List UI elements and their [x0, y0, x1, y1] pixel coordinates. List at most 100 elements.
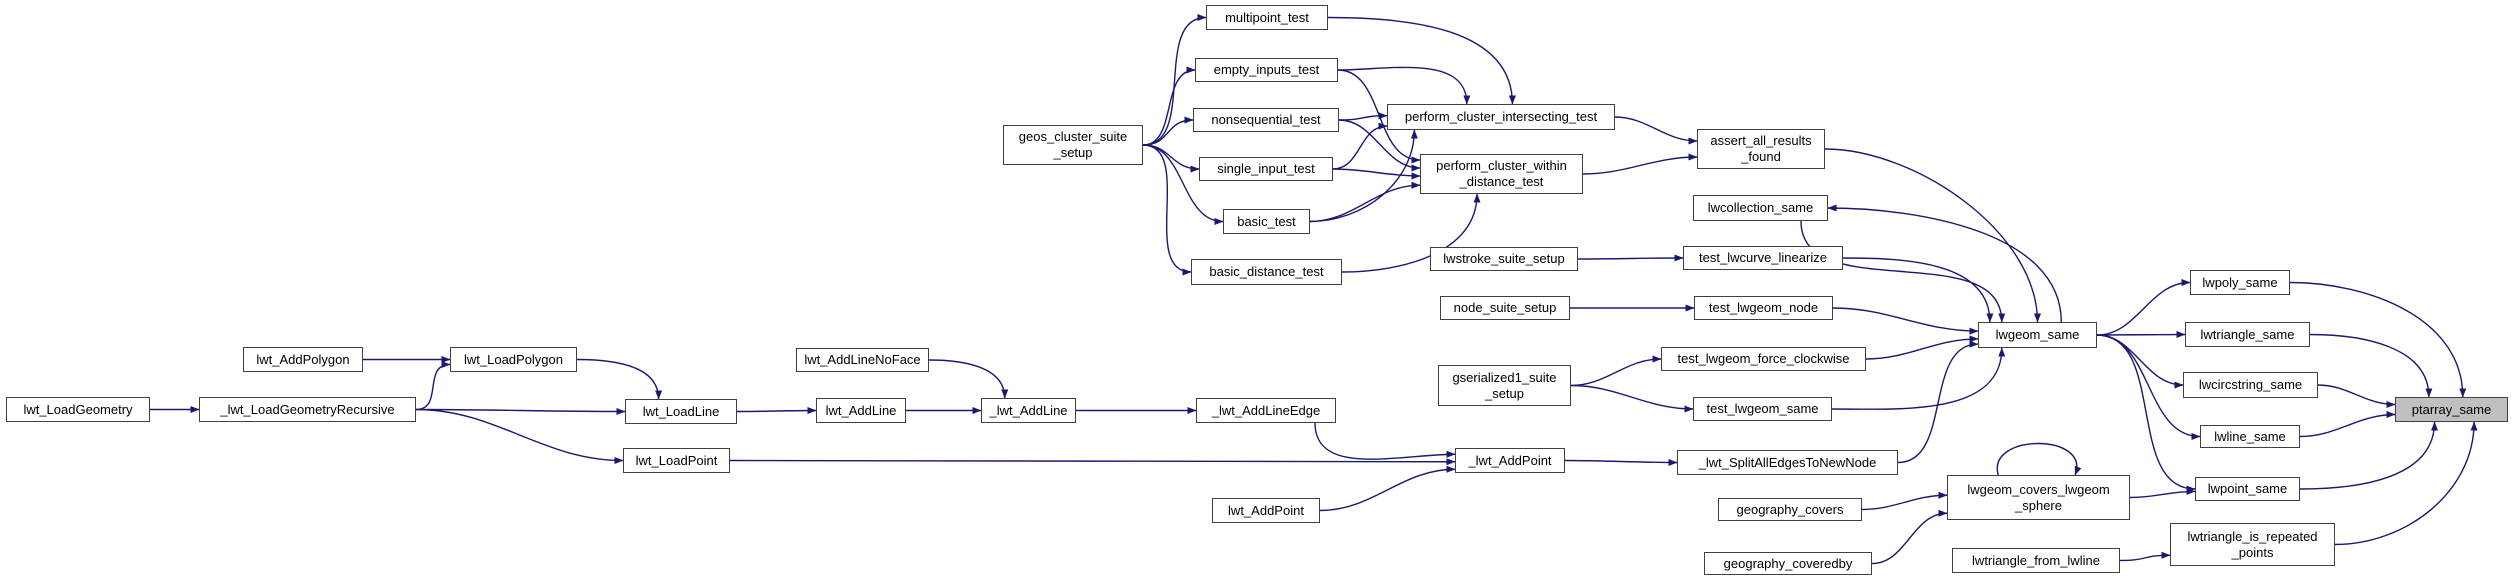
node-label: assert_all_results: [1710, 133, 1812, 148]
edge-_lwt_AddLineEdge-to-_lwt_AddPoint: [1314, 422, 1456, 460]
edge-geos_cluster_suite_setup-to-basic_distance_test: [1142, 144, 1192, 276]
node-lwt_AddLine[interactable]: lwt_AddLine: [816, 398, 906, 423]
node-perform_cluster_intersecting_test[interactable]: perform_cluster_intersecting_test: [1387, 104, 1615, 130]
node-label: multipoint_test: [1225, 9, 1309, 25]
node-geos_cluster_suite_setup[interactable]: geos_cluster_suite_setup: [1003, 125, 1143, 165]
edge-multipoint_test-to-perform_cluster_intersecting_test: [1327, 16, 1516, 105]
edge-lwgeom_same-to-lwpoly_same: [2096, 279, 2191, 336]
edge-lwt_LoadPoint-to-_lwt_AddPoint: [729, 458, 1456, 466]
edge-single_input_test-to-perform_cluster_within_distance_test: [1332, 168, 1421, 180]
node-label: single_input_test: [1217, 161, 1315, 176]
node-label: _lwt_AddLineEdge: [1211, 402, 1321, 418]
node-label: _lwt_AddPoint: [1468, 452, 1552, 468]
edge-single_input_test-to-perform_cluster_intersecting_test: [1332, 122, 1388, 170]
node-perform_cluster_within_distance_test[interactable]: perform_cluster_within_distance_test: [1420, 154, 1583, 194]
edge-nonsequential_test-to-perform_cluster_within_distance_test: [1338, 119, 1421, 172]
node-lwline_same[interactable]: lwline_same: [2200, 425, 2300, 448]
node-lwt_LoadLine[interactable]: lwt_LoadLine: [625, 399, 737, 424]
edge-test_lwgeom_same-to-lwgeom_same: [1831, 347, 2006, 410]
edge-basic_test-to-perform_cluster_within_distance_test: [1309, 181, 1421, 223]
node-assert_all_results_found[interactable]: assert_all_results_found: [1697, 129, 1825, 169]
node-test_lwgeom_same[interactable]: test_lwgeom_same: [1693, 397, 1832, 421]
node-_lwt_AddLineEdge[interactable]: _lwt_AddLineEdge: [1196, 398, 1336, 423]
node-_lwt_AddLine[interactable]: _lwt_AddLine: [981, 398, 1076, 423]
edge-test_lwgeom_force_clockwise-to-lwgeom_same: [1865, 335, 1979, 360]
edge-lwt_AddLineNoFace-to-_lwt_AddLine: [928, 359, 1009, 399]
node-label: perform_cluster_intersecting_test: [1404, 109, 1598, 124]
edge-gserialized1_suite_setup-to-test_lwgeom_force_clockwise: [1570, 355, 1662, 387]
node-test_lwgeom_node[interactable]: test_lwgeom_node: [1694, 296, 1833, 320]
node-lwt_AddPoint[interactable]: lwt_AddPoint: [1212, 498, 1320, 523]
node-lwtriangle_same[interactable]: lwtriangle_same: [2185, 322, 2310, 347]
node-label: _sphere: [2015, 497, 2062, 513]
node-basic_test[interactable]: basic_test: [1223, 209, 1310, 234]
node-label: _lwt_AddLine: [989, 402, 1068, 418]
edge-lwpoint_same-to-ptarray_same: [2299, 421, 2439, 490]
node-_lwt_AddPoint[interactable]: _lwt_AddPoint: [1455, 448, 1565, 473]
node-label: lwtriangle_same: [2200, 326, 2295, 342]
node-lwt_AddLineNoFace[interactable]: lwt_AddLineNoFace: [796, 348, 929, 372]
node-label: lwgeom_covers_lwgeom: [1967, 481, 2110, 497]
edge-lwt_LoadPolygon-to-lwt_LoadLine: [576, 358, 663, 400]
edge-lwtriangle_from_lwline-to-lwtriangle_is_repeated_points: [2119, 551, 2171, 562]
node-label: test_lwcurve_linearize: [1699, 250, 1827, 265]
node-_lwt_SplitAllEdgesToNewNode[interactable]: _lwt_SplitAllEdgesToNewNode: [1677, 450, 1898, 475]
node-label: basic_distance_test: [1209, 264, 1324, 279]
node-geography_covers[interactable]: geography_covers: [1718, 498, 1862, 521]
node-label: lwcircstring_same: [2198, 377, 2303, 392]
node-lwstroke_suite_setup[interactable]: lwstroke_suite_setup: [1430, 247, 1578, 271]
node-single_input_test[interactable]: single_input_test: [1199, 157, 1333, 181]
node-label: geography_coveredby: [1723, 555, 1853, 571]
node-label: _lwt_SplitAllEdgesToNewNode: [1698, 454, 1877, 470]
edge-lwgeom_same-to-lwcircstring_same: [2096, 334, 2184, 389]
edge-_lwt_LoadGeometryRecursive-to-lwt_LoadPolygon: [415, 361, 451, 411]
node-lwgeom_same[interactable]: lwgeom_same: [1978, 322, 2097, 348]
node-nonsequential_test[interactable]: nonsequential_test: [1193, 108, 1339, 132]
edge-_lwt_LoadGeometryRecursive-to-lwt_LoadPoint: [415, 408, 624, 464]
node-label: basic_test: [1237, 213, 1296, 229]
node-label: lwgeom_same: [1995, 327, 2080, 342]
node-lwpoint_same[interactable]: lwpoint_same: [2195, 477, 2300, 501]
edge-lwgeom_same-to-lwpoint_same: [2096, 334, 2196, 493]
node-lwcollection_same[interactable]: lwcollection_same: [1693, 195, 1828, 221]
edge-lwt_LoadLine-to-lwt_AddLine: [736, 407, 817, 415]
node-lwt_LoadPoint[interactable]: lwt_LoadPoint: [623, 448, 730, 473]
node-geography_coveredby[interactable]: geography_coveredby: [1704, 552, 1872, 575]
node-label: ptarray_same: [2411, 401, 2492, 417]
node-label: lwt_LoadPolygon: [463, 351, 564, 367]
edge-assert_all_results_found-to-lwgeom_same: [1824, 148, 2041, 323]
node-multipoint_test[interactable]: multipoint_test: [1206, 5, 1328, 30]
node-label: test_lwgeom_same: [1706, 401, 1819, 416]
edge-gserialized1_suite_setup-to-test_lwgeom_same: [1570, 384, 1694, 413]
node-lwtriangle_from_lwline[interactable]: lwtriangle_from_lwline: [1952, 548, 2120, 573]
node-lwgeom_covers_lwgeom_sphere[interactable]: lwgeom_covers_lwgeom_sphere: [1947, 475, 2130, 520]
node-label: lwcollection_same: [1707, 200, 1814, 215]
node-label: _setup: [1053, 145, 1093, 160]
node-lwtriangle_is_repeated_points[interactable]: lwtriangle_is_repeated_points: [2170, 523, 2335, 566]
node-label: _points: [2231, 544, 2274, 560]
node-basic_distance_test[interactable]: basic_distance_test: [1191, 259, 1342, 285]
edge-_lwt_LoadGeometryRecursive-to-lwt_LoadLine: [415, 407, 626, 415]
edge-_lwt_SplitAllEdgesToNewNode-to-lwgeom_same: [1897, 340, 1979, 464]
edge-test_lwcurve_linearize-to-lwgeom_same: [1842, 257, 1994, 323]
edge-perform_cluster_within_distance_test-to-assert_all_results_found: [1582, 153, 1698, 175]
node-label: empty_inputs_test: [1213, 62, 1320, 77]
node-node_suite_setup[interactable]: node_suite_setup: [1440, 296, 1570, 320]
node-lwpoly_same[interactable]: lwpoly_same: [2190, 270, 2290, 295]
node-test_lwcurve_linearize[interactable]: test_lwcurve_linearize: [1683, 246, 1843, 270]
edge-nonsequential_test-to-perform_cluster_intersecting_test: [1338, 112, 1388, 121]
node-test_lwgeom_force_clockwise[interactable]: test_lwgeom_force_clockwise: [1661, 347, 1866, 371]
node-lwt_AddPolygon[interactable]: lwt_AddPolygon: [243, 347, 363, 372]
node-_lwt_LoadGeometryRecursive[interactable]: _lwt_LoadGeometryRecursive: [199, 397, 416, 422]
node-lwt_LoadGeometry[interactable]: lwt_LoadGeometry: [6, 397, 150, 422]
node-lwcircstring_same[interactable]: lwcircstring_same: [2183, 372, 2318, 398]
edge-lwstroke_suite_setup-to-test_lwcurve_linearize: [1577, 254, 1684, 262]
edge-geography_covers-to-lwgeom_covers_lwgeom_sphere: [1861, 491, 1948, 511]
edge-geos_cluster_suite_setup-to-empty_inputs_test: [1142, 66, 1196, 146]
node-gserialized1_suite_setup[interactable]: gserialized1_suite_setup: [1438, 365, 1571, 406]
node-empty_inputs_test[interactable]: empty_inputs_test: [1195, 58, 1338, 82]
node-label: perform_cluster_within: [1436, 158, 1567, 173]
node-label: _lwt_LoadGeometryRecursive: [220, 401, 395, 417]
node-lwt_LoadPolygon[interactable]: lwt_LoadPolygon: [450, 347, 577, 372]
